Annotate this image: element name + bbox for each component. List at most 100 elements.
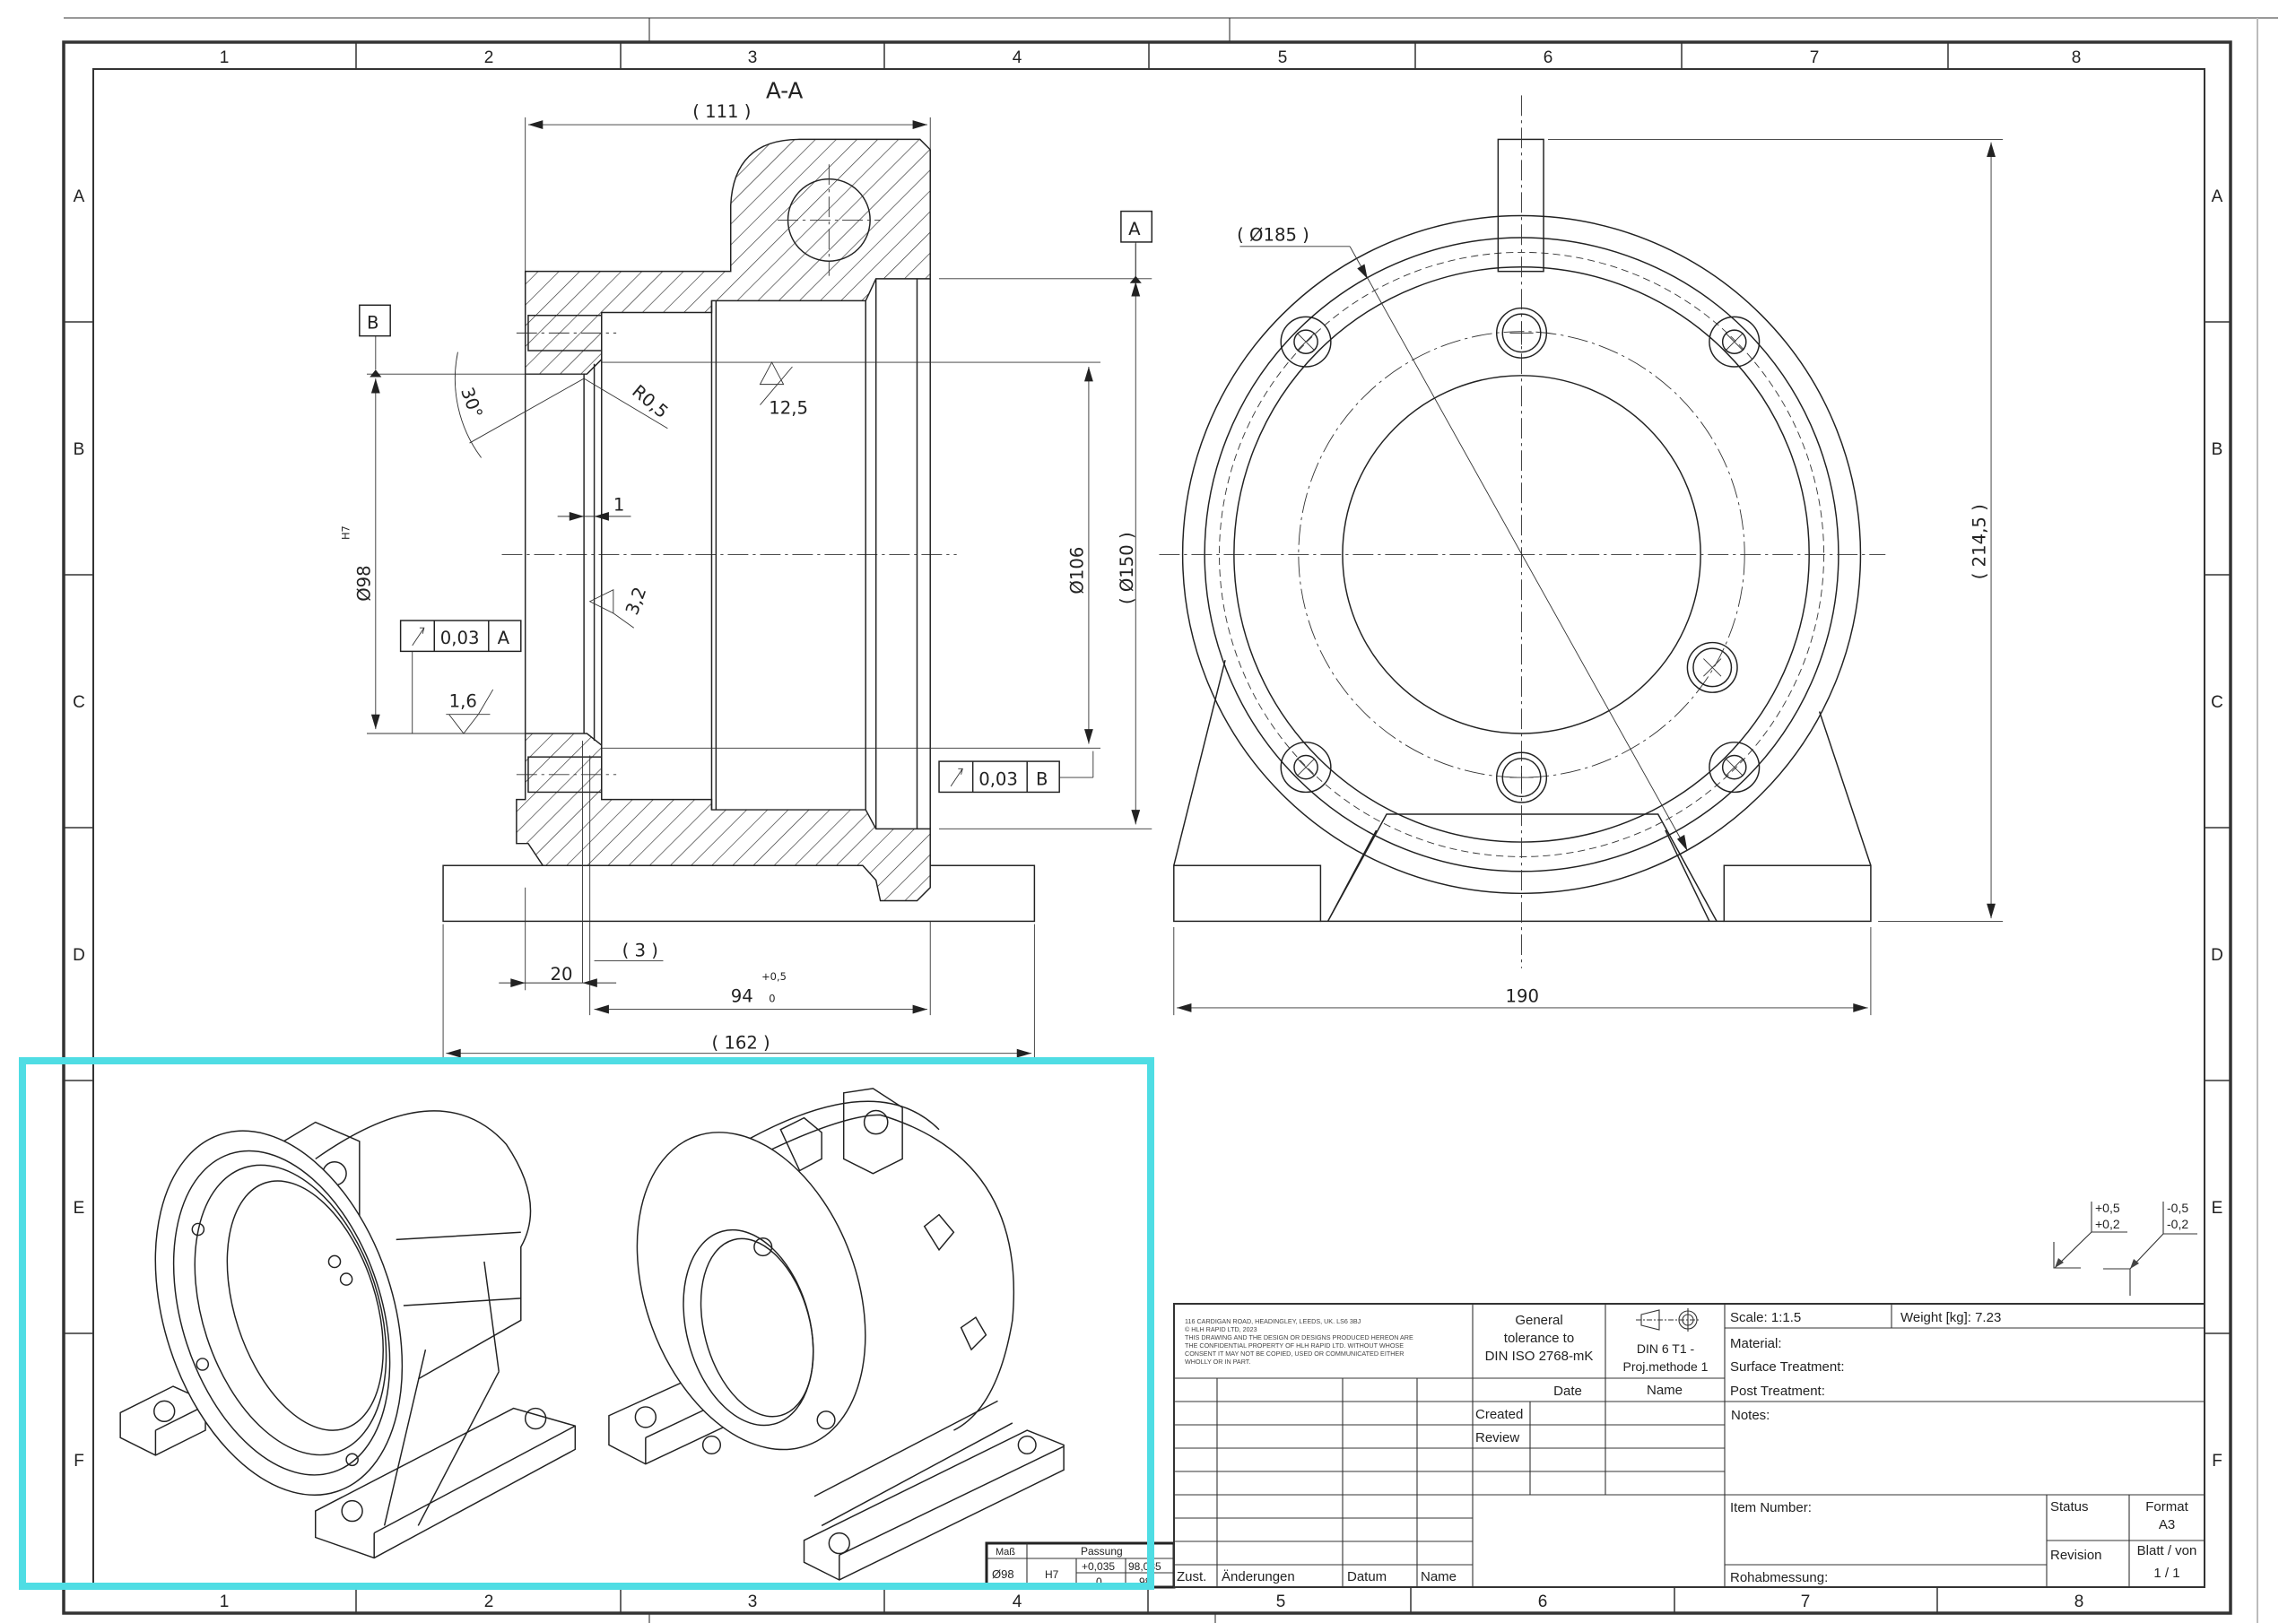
arrow-icon (2130, 1259, 2139, 1269)
zone-row-d-right: D (2211, 946, 2223, 965)
roughness-3-2: 3,2 (588, 585, 650, 629)
changes-name-header: Name (1421, 1569, 1457, 1584)
dim-98: Ø98 (353, 565, 374, 601)
zone-col-8: 8 (2072, 48, 2082, 67)
section-view-a-a: A-A (339, 78, 1152, 1060)
dim-3: ( 3 ) (622, 941, 658, 961)
material-label: Material: (1730, 1336, 1782, 1351)
foot-right (1723, 864, 1872, 923)
zone-grid (64, 42, 2231, 1613)
zone-col-6: 6 (1544, 48, 1553, 67)
zone-row-d: D (73, 946, 85, 965)
date-header: Date (1553, 1384, 1582, 1399)
top-lug (1497, 138, 1544, 273)
format-value: A3 (2159, 1517, 2175, 1532)
dim-94-upper: +0,5 (761, 970, 787, 983)
fit-header-dim: Maß (996, 1547, 1015, 1558)
runout-icon (950, 768, 963, 787)
tolerance-lower: +0,2 (2095, 1217, 2120, 1231)
fit-table: Maß Passung Ø98 H7 +0,035 98,035 0 98 (985, 1541, 1176, 1589)
base-plate-outline (442, 864, 1036, 923)
fit-dim: Ø98 (992, 1567, 1014, 1581)
feature-control-frame-runout-a: 0,03 A (399, 620, 522, 653)
sheet-label: Blatt / von (2137, 1543, 2197, 1558)
page-edges (64, 17, 2278, 1623)
roughness-1-6-value: 1,6 (449, 691, 477, 712)
foot-left (1173, 864, 1322, 923)
roughness-icon (446, 689, 494, 734)
roughness-1-6: 1,6 (446, 689, 494, 734)
copyright-line: CONSENT IT MAY NOT BE COPIED, USED OR CO… (1185, 1350, 1404, 1358)
dim-185: ( Ø185 ) (1237, 224, 1309, 245)
zone-row-c-right: C (2211, 693, 2223, 712)
zone-labels-left: A B C D E F (73, 187, 85, 1471)
general-tolerance: tolerance to (1504, 1331, 1574, 1346)
roughness-icon (759, 361, 793, 405)
zone-labels-right: A B C D E F (2211, 187, 2223, 1471)
copyright-line: THE CONFIDENTIAL PROPERTY OF HLH RAPID L… (1185, 1341, 1404, 1350)
isometric-view-rear (608, 1088, 1065, 1581)
zone-row-f-right: F (2212, 1452, 2222, 1471)
dim-214-5: ( 214,5 ) (1970, 504, 1990, 579)
zone-col-3: 3 (748, 48, 758, 67)
dim-98-fit: H7 (339, 525, 352, 540)
rohabmessung-label: Rohabmessung: (1730, 1570, 1828, 1585)
fit-upper-dev: +0,035 (1082, 1560, 1115, 1573)
fcf2-tolerance: 0,03 (978, 768, 1018, 789)
zone-col-6-bottom: 6 (1538, 1593, 1548, 1611)
surface-treatment-label: Surface Treatment: (1730, 1359, 1845, 1375)
bolt-holes (1280, 307, 1761, 803)
zone-col-2: 2 (484, 48, 494, 67)
title-block: 116 CARDIGAN ROAD, HEADINGLEY, LEEDS, UK… (1173, 1303, 2205, 1588)
leader-line (2103, 1202, 2197, 1296)
zone-row-e-right: E (2212, 1199, 2223, 1218)
section-upper-hatch (524, 138, 931, 375)
drawing-views: A-A (119, 78, 2004, 1581)
fit-max: 98,035 (1128, 1560, 1161, 1573)
zone-col-8-bottom: 8 (2074, 1593, 2084, 1611)
radius-r05: R0,5 (628, 381, 672, 422)
zone-col-1: 1 (220, 48, 230, 67)
fcf1-datum: A (498, 628, 510, 648)
copyright-line: © HLH RAPID LTD, 2023 (1185, 1325, 1257, 1333)
copyright-line: WHOLLY OR IN PART. (1185, 1358, 1250, 1366)
fit-header-fit: Passung (1081, 1545, 1123, 1558)
zone-col-3-bottom: 3 (748, 1593, 758, 1611)
name-header: Name (1647, 1383, 1683, 1398)
changes-date-header: Datum (1347, 1569, 1387, 1584)
roughness-12-5: 12,5 (759, 361, 808, 418)
roughness-12-5-value: 12,5 (769, 397, 808, 418)
dimension-arrows (370, 120, 1142, 1058)
tolerance-note-negative: -0,5 -0,2 (2103, 1201, 2197, 1296)
tolerance-lower: -0,2 (2167, 1217, 2188, 1231)
zone-row-a: A (74, 187, 85, 206)
zone-row-b-right: B (2212, 440, 2223, 459)
zone-col-7: 7 (1810, 48, 1820, 67)
title-block-grid (1174, 1304, 2205, 1587)
zone-col-1-bottom: 1 (220, 1593, 230, 1611)
projection-standard: DIN 6 T1 - (1637, 1341, 1695, 1356)
copyright-line: 116 CARDIGAN ROAD, HEADINGLEY, LEEDS, UK… (1185, 1317, 1361, 1325)
front-dimension-lines (1173, 138, 2004, 1016)
tolerance-upper: +0,5 (2095, 1201, 2120, 1215)
datum-b-label: B (367, 312, 378, 333)
general-tolerance: DIN ISO 2768-mK (1485, 1349, 1594, 1364)
zone-labels-top: 1 2 3 4 5 6 7 8 (220, 48, 2082, 67)
fcf1-tolerance: 0,03 (440, 628, 480, 648)
front-view: 190 ( 214,5 ) ( Ø185 ) (1159, 95, 2004, 1016)
tolerance-upper: -0,5 (2167, 1201, 2188, 1215)
zone-col-2-bottom: 2 (484, 1593, 494, 1611)
section-lower-hatch (516, 733, 931, 902)
roughness-3-2-value: 3,2 (622, 585, 650, 618)
copyright-line: THIS DRAWING AND THE DESIGN OR DESIGNS P… (1185, 1333, 1413, 1341)
dim-20: 20 (550, 964, 572, 985)
zone-row-f: F (74, 1452, 84, 1471)
general-tolerance: General (1515, 1313, 1562, 1328)
zone-labels-bottom: 1 2 3 4 5 6 7 8 (220, 1593, 2084, 1611)
dim-162: ( 162 ) (711, 1033, 770, 1054)
scale-label: Scale: 1:1.5 (1730, 1310, 1801, 1325)
sheet-value: 1 / 1 (2153, 1566, 2179, 1581)
zone-col-4-bottom: 4 (1013, 1593, 1022, 1611)
fcf2-datum: B (1036, 768, 1048, 789)
housing-outer-circle (1181, 214, 1862, 895)
